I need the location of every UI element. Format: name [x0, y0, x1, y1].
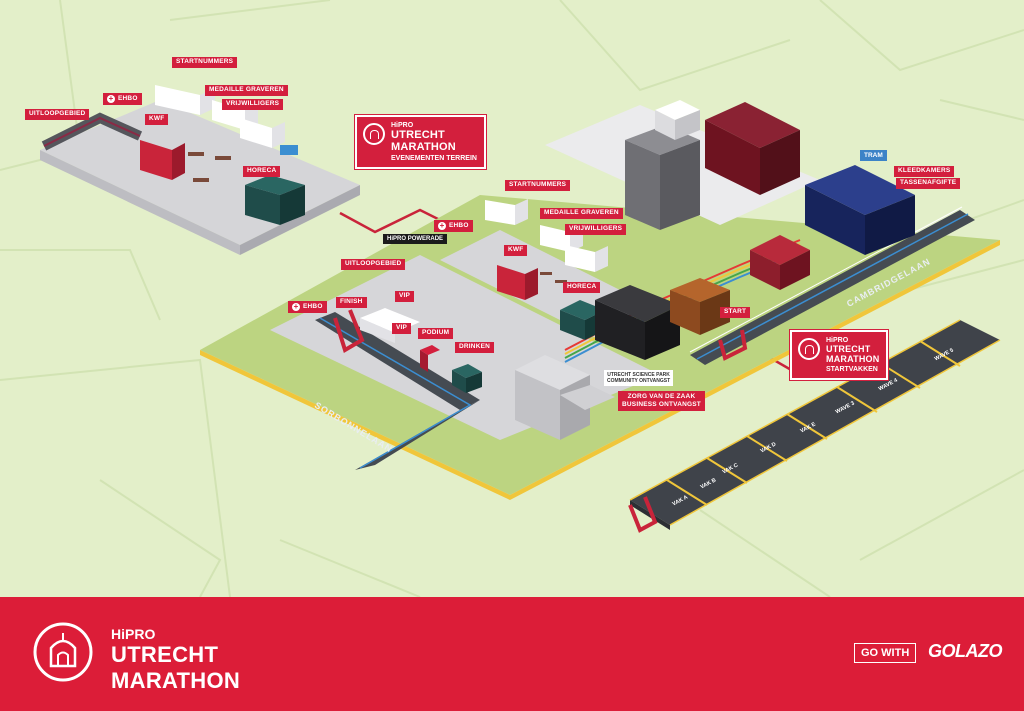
footer-brand: HiPRO UTRECHT MARATHON: [111, 626, 240, 694]
event-logo-line1: UTRECHT: [391, 129, 445, 141]
label-uitloopgebied-main: UITLOOPGEBIED: [341, 259, 406, 270]
startvakken-logo-line2: MARATHON: [826, 354, 880, 364]
startvakken-logo-sub: STARTVAKKEN: [826, 366, 878, 373]
startvakken-logo-kicker: HiPRO: [826, 337, 849, 344]
science-park-community: COMMUNITY ONTVANGST: [607, 378, 671, 384]
label-ehbo-main: EHBO: [434, 220, 473, 232]
powerade-hipro: HiPRO: [387, 236, 407, 242]
label-vrijwilligers-main: VRIJWILLIGERS: [565, 224, 627, 235]
label-horeca-upper: HORECA: [243, 166, 281, 177]
event-logo-line2: MARATHON: [391, 141, 456, 153]
label-tram: TRAM: [860, 150, 887, 161]
label-medaille-graveren-upper: MEDAILLE GRAVEREN: [205, 85, 288, 96]
label-vrijwilligers-upper: VRIJWILLIGERS: [222, 99, 284, 110]
footer-brand-kicker: HiPRO: [111, 626, 156, 642]
zorg-van-de-zaak-name: ZORG VAN DE ZAAK: [627, 393, 696, 400]
buildings-central: [333, 199, 748, 440]
label-vip: VIP: [395, 291, 415, 302]
label-start: START: [720, 307, 751, 318]
marathon-crest-icon: [33, 622, 93, 682]
go-with-badge: GO WITH: [854, 643, 917, 663]
startvakken-logo-line1: UTRECHT: [826, 344, 871, 354]
label-zorg-van-de-zaak: ZORG VAN DE ZAAK BUSINESS ONTVANGST: [618, 391, 705, 411]
label-vip-tent: VIP: [392, 323, 412, 334]
startvakken-corridor: [628, 319, 1001, 533]
label-utrecht-science-park: UTRECHT SCIENCE PARK COMMUNITY ONTVANGST: [604, 370, 674, 386]
startvakken-logo: HiPRO UTRECHT MARATHON STARTVAKKEN: [788, 329, 890, 381]
marathon-crest-icon: [363, 123, 385, 145]
label-horeca-main: HORECA: [563, 282, 601, 293]
label-medaille-graveren-main: MEDAILLE GRAVEREN: [540, 208, 623, 219]
label-kleedkamers: KLEEDKAMERS: [894, 166, 955, 177]
map-canvas: [0, 0, 1024, 597]
label-finish: FINISH: [336, 297, 367, 308]
label-podium: PODIUM: [418, 328, 454, 339]
powerade-sign: HiPRO POWERADE: [383, 234, 448, 245]
label-startnummers-upper: STARTNUMMERS: [172, 57, 238, 68]
label-ehbo-finish: EHBO: [288, 301, 327, 313]
golazo-logo: GOLAZO: [928, 641, 1003, 661]
footer-brand-line1: UTRECHT: [111, 642, 219, 667]
powerade-ade: ADE: [430, 236, 444, 242]
label-startnummers-main: STARTNUMMERS: [505, 180, 571, 191]
label-drinken: DRINKEN: [455, 342, 495, 353]
marathon-crest-icon: [798, 338, 820, 360]
label-tassenafgifte: TASSENAFGIFTE: [896, 178, 961, 189]
label-ehbo-upper: EHBO: [103, 93, 142, 105]
event-logo-sub: EVENEMENTEN TERREIN: [391, 155, 477, 162]
buildings-top: [545, 100, 915, 290]
zorg-business-ontvangst: BUSINESS ONTVANGST: [622, 400, 701, 408]
evenementen-terrein-logo: HiPRO UTRECHT MARATHON EVENEMENTEN TERRE…: [354, 114, 487, 170]
powerade-power: POWER: [407, 236, 431, 242]
upper-left-terrain: [40, 85, 360, 255]
footer-brand-line2: MARATHON: [111, 668, 241, 693]
science-park-name: UTRECHT SCIENCE PARK: [607, 372, 670, 378]
footer-bar: HiPRO UTRECHT MARATHON GO WITH GOLAZO: [0, 597, 1024, 711]
label-kwf-main: KWF: [504, 245, 528, 256]
label-kwf-upper: KWF: [145, 114, 169, 125]
event-logo-kicker: HiPRO: [391, 122, 414, 129]
label-uitloopgebied-upper: UITLOOPGEBIED: [25, 109, 90, 120]
